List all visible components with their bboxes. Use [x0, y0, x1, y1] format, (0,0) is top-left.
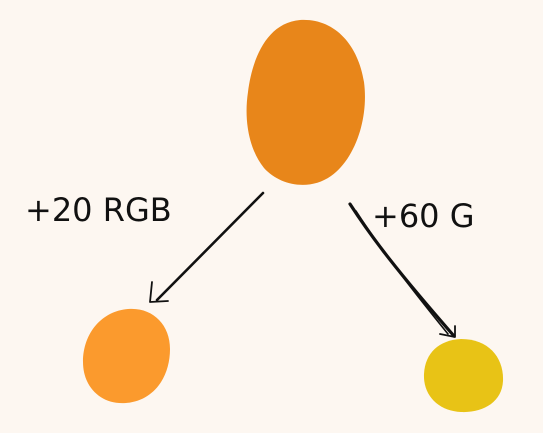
right-arrow-line-stroke-2: [355, 210, 449, 335]
left-arrow-line: [155, 191, 265, 302]
left-edge-label: +20 RGB: [25, 191, 172, 229]
left-arrow-head: [149, 281, 169, 303]
source-color-blob: [246, 19, 365, 185]
right-arrow-head: [439, 325, 456, 338]
right-edge-label: +60 G: [372, 197, 475, 235]
left-result-color-blob: [83, 308, 170, 404]
right-result-color-blob: [423, 339, 504, 413]
